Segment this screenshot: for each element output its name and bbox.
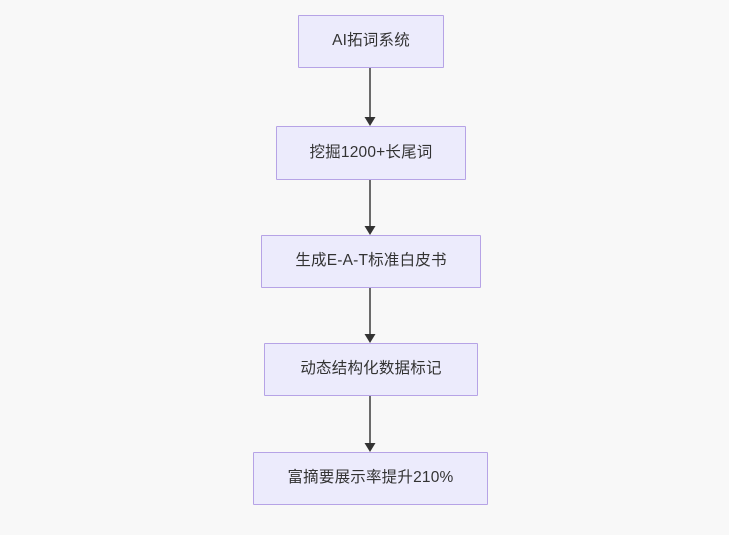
flow-edge-4 [364, 396, 376, 452]
flow-node-label: 生成E-A-T标准白皮书 [295, 252, 447, 270]
flow-edge-3 [364, 288, 376, 343]
edge-1-arrowhead [364, 117, 376, 126]
flow-node-label: 挖掘1200+长尾词 [309, 143, 433, 161]
edge-2-arrowhead [364, 226, 376, 235]
edge-3-arrowhead [364, 334, 376, 343]
flow-node-rich-snippet-uplift[interactable]: 富摘要展示率提升210% [253, 452, 488, 505]
flow-node-mine-longtail-keywords[interactable]: 挖掘1200+长尾词 [276, 126, 466, 180]
flow-node-ai-keyword-system[interactable]: AI拓词系统 [298, 15, 444, 68]
flow-node-generate-eat-whitepaper[interactable]: 生成E-A-T标准白皮书 [261, 235, 481, 288]
flow-node-label: AI拓词系统 [332, 32, 410, 50]
flow-edge-2 [364, 180, 376, 235]
edge-4-arrowhead [364, 443, 376, 452]
flow-node-dynamic-structured-data[interactable]: 动态结构化数据标记 [264, 343, 478, 396]
flow-edge-1 [364, 68, 376, 126]
flow-node-label: 富摘要展示率提升210% [287, 469, 454, 487]
flow-node-label: 动态结构化数据标记 [300, 360, 442, 378]
